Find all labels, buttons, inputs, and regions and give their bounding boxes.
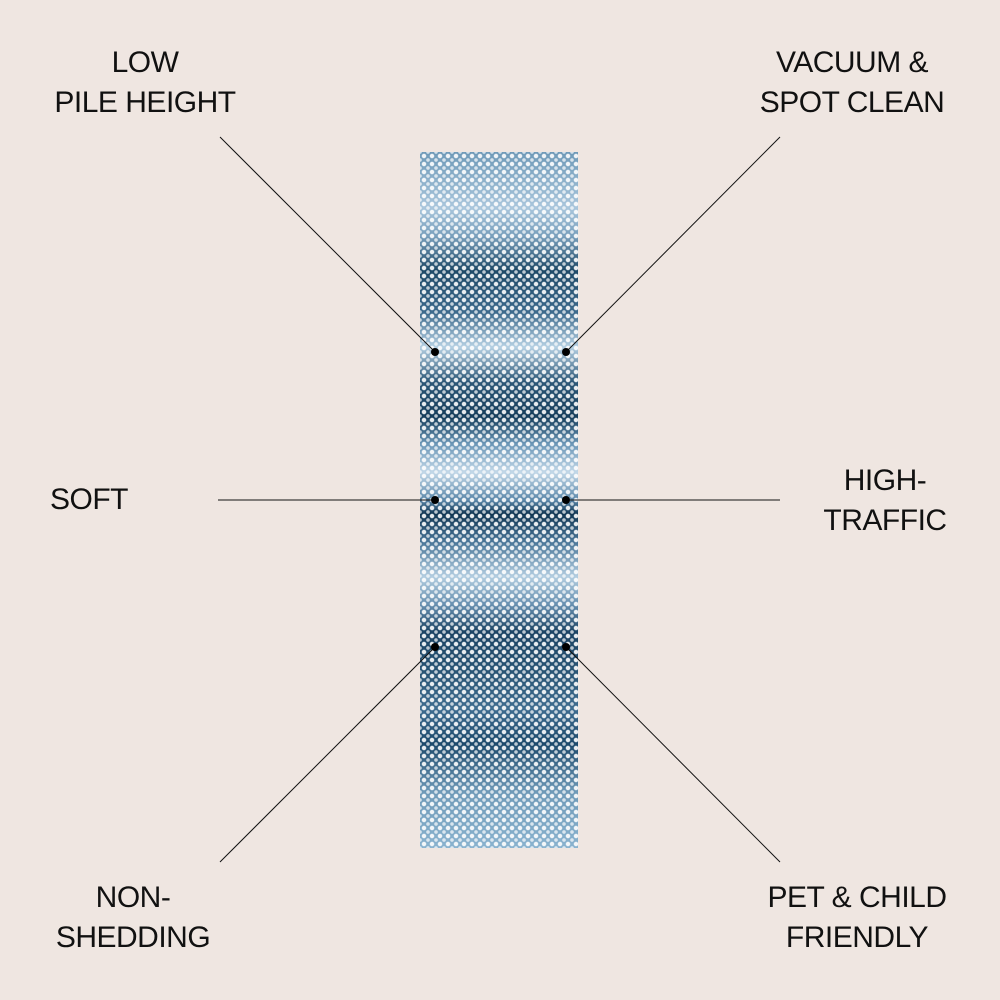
label-line: HIGH- — [843, 464, 927, 497]
callout-line-non-shedding — [219, 646, 436, 863]
label-line: VACUUM & — [775, 46, 929, 79]
feature-high-traffic: HIGH- TRAFFIC — [800, 461, 970, 541]
feature-vacuum: VACUUM & SPOT CLEAN — [742, 43, 962, 123]
callout-dot — [562, 643, 570, 651]
callout-dot — [431, 496, 439, 504]
label-line: SOFT — [50, 483, 129, 516]
label-line: LOW — [111, 46, 179, 79]
callout-line-vacuum — [565, 136, 781, 353]
callout-dot — [431, 643, 439, 651]
label-line: TRAFFIC — [823, 504, 947, 537]
feature-non-shedding: NON- SHEDDING — [43, 878, 223, 958]
feature-low-pile: LOW PILE HEIGHT — [45, 43, 245, 123]
feature-pet-child: PET & CHILD FRIENDLY — [757, 878, 957, 958]
label-line: FRIENDLY — [785, 921, 929, 954]
label-line: NON- — [95, 881, 171, 914]
feature-soft: SOFT — [50, 480, 129, 520]
label-line: PILE HEIGHT — [54, 86, 236, 119]
callout-dot — [562, 496, 570, 504]
label-line: SPOT CLEAN — [759, 86, 945, 119]
callout-line-low-pile — [219, 136, 436, 353]
rug-runner-image — [420, 152, 578, 848]
callout-dot — [431, 348, 439, 356]
label-line: SHEDDING — [55, 921, 211, 954]
callout-line-pet-child — [565, 646, 781, 863]
label-line: PET & CHILD — [767, 881, 948, 914]
callout-dot — [562, 348, 570, 356]
